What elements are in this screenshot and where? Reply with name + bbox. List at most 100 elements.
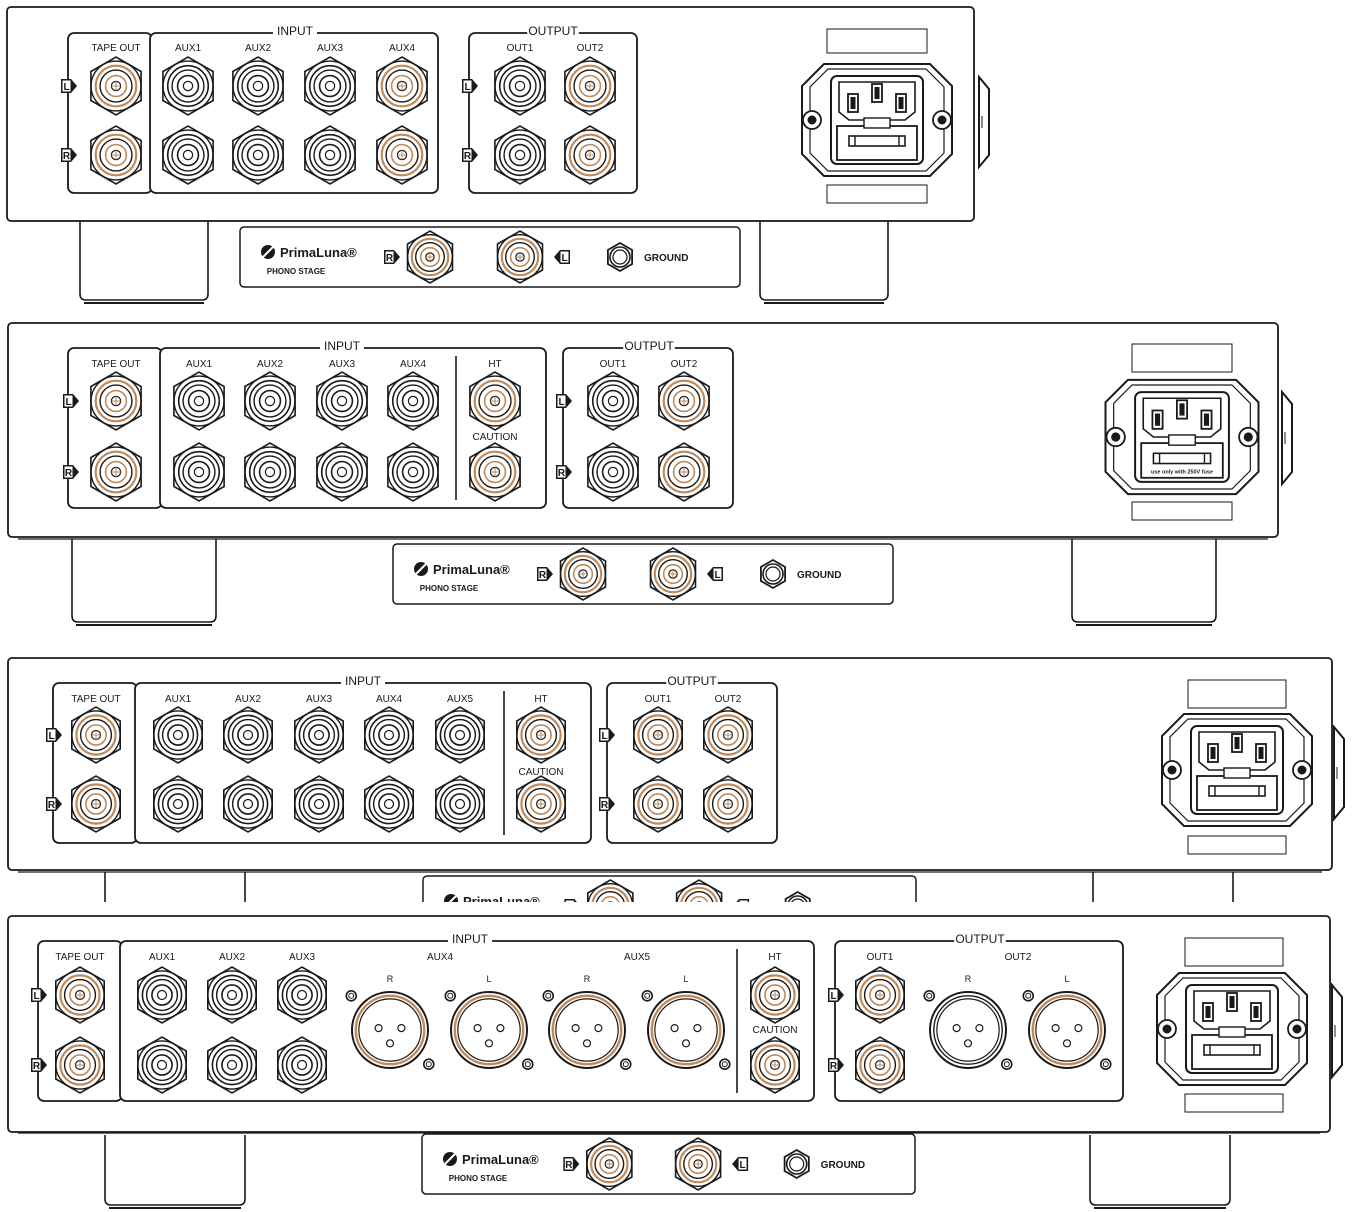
rca-ring	[79, 787, 113, 821]
channel-marker-icon: R	[384, 250, 400, 264]
rca-ring	[248, 450, 292, 494]
ground-terminal-icon	[783, 1148, 810, 1180]
rca-ring	[187, 389, 211, 413]
xlr-screw	[619, 1058, 632, 1070]
output-label: OUT2	[671, 359, 698, 370]
rca-ring	[85, 793, 107, 815]
rca-ring	[145, 978, 179, 1012]
rca-jack	[564, 56, 616, 116]
channel-marker-icon: R	[46, 797, 62, 811]
label-plate	[826, 184, 928, 204]
rca-ring	[99, 455, 133, 489]
iec-power-inlet: use only with 250V fuse	[1104, 378, 1260, 496]
rca-jack	[658, 371, 710, 431]
rca-jack	[71, 775, 121, 833]
rca-ring	[443, 718, 477, 752]
rca-ring	[318, 74, 342, 98]
rca-ring	[330, 389, 354, 413]
xlr-screw	[1000, 1058, 1013, 1070]
rca-ring	[478, 384, 512, 418]
rca-ring	[236, 133, 280, 177]
rca-jack	[293, 775, 345, 833]
rca-ring	[137, 970, 187, 1020]
rca-ring	[508, 143, 532, 167]
rca-jack	[749, 966, 801, 1024]
chassis-foot	[1092, 872, 1234, 902]
channel-label: R	[558, 468, 566, 479]
rca-ring	[855, 970, 905, 1020]
aux-label: AUX1	[175, 43, 202, 54]
rca-ring	[863, 978, 897, 1012]
rca-ring	[505, 241, 536, 272]
rca-jack	[702, 775, 754, 833]
rca-ring	[559, 550, 607, 598]
channel-label: L	[48, 731, 54, 742]
rca-ring	[390, 143, 414, 167]
rca-jack	[854, 966, 906, 1024]
rca-ring	[478, 455, 512, 489]
rca-ring	[241, 69, 275, 103]
rca-pin	[313, 729, 325, 741]
rca-ring	[325, 455, 359, 489]
xlr-pin	[582, 1039, 592, 1048]
rca-ring	[173, 446, 225, 498]
xlr-channel-label: R	[584, 974, 591, 984]
rca-ring	[316, 446, 368, 498]
rca-jack	[90, 125, 142, 185]
rca-ring	[587, 375, 639, 427]
rca-ring	[406, 233, 454, 281]
rca-ring	[232, 129, 284, 181]
channel-label: L	[714, 570, 720, 581]
rca-ring	[524, 787, 558, 821]
phono-brand: PrimaLuna®	[463, 894, 540, 909]
rca-pin	[264, 466, 276, 478]
rca-ring	[595, 891, 625, 902]
channel-marker-icon: R	[563, 1157, 580, 1171]
rca-jack	[586, 879, 634, 902]
rca-ring	[364, 779, 414, 829]
rca-ring	[641, 718, 675, 752]
rca-ring	[248, 379, 292, 423]
ground-terminal-icon	[784, 890, 811, 902]
rca-ring	[161, 718, 195, 752]
aux-label: AUX2	[257, 359, 284, 370]
rca-jack	[632, 706, 684, 764]
rca-ring	[258, 460, 282, 484]
rca-jack	[564, 125, 616, 185]
rca-jack	[207, 966, 258, 1024]
rca-ring	[376, 60, 428, 112]
rca-ring	[63, 1048, 97, 1082]
rca-ring	[524, 718, 558, 752]
rca-jack	[244, 442, 296, 502]
rca-jack	[587, 442, 639, 502]
rca-ring	[564, 60, 616, 112]
rca-ring	[516, 779, 566, 829]
rca-ring	[79, 718, 113, 752]
rca-ring	[157, 714, 199, 756]
channel-marker-icon: R	[61, 148, 77, 162]
rca-ring	[313, 138, 347, 172]
rca-ring	[320, 379, 364, 423]
rca-ring	[662, 450, 706, 494]
rca-jack	[469, 371, 521, 431]
rca-ring	[298, 783, 340, 825]
rca-ring	[141, 1044, 183, 1086]
rca-ring	[153, 710, 203, 760]
rca-ring	[318, 143, 342, 167]
rca-ring	[227, 714, 269, 756]
xlr-screw	[345, 989, 358, 1002]
rca-ring	[325, 384, 359, 418]
rca-ring	[104, 143, 128, 167]
rca-ring	[244, 446, 296, 498]
rca-ring	[302, 787, 336, 821]
rca-ring	[244, 375, 296, 427]
caution-label: CAUTION	[519, 767, 564, 778]
rca-ring	[99, 138, 133, 172]
fuse-warning: use only with 250V fuse	[1151, 470, 1213, 476]
rca-ring	[689, 895, 709, 902]
rca-ring	[401, 389, 425, 413]
rca-ring	[658, 559, 689, 590]
rca-jack	[632, 775, 684, 833]
rca-jack	[232, 56, 284, 116]
